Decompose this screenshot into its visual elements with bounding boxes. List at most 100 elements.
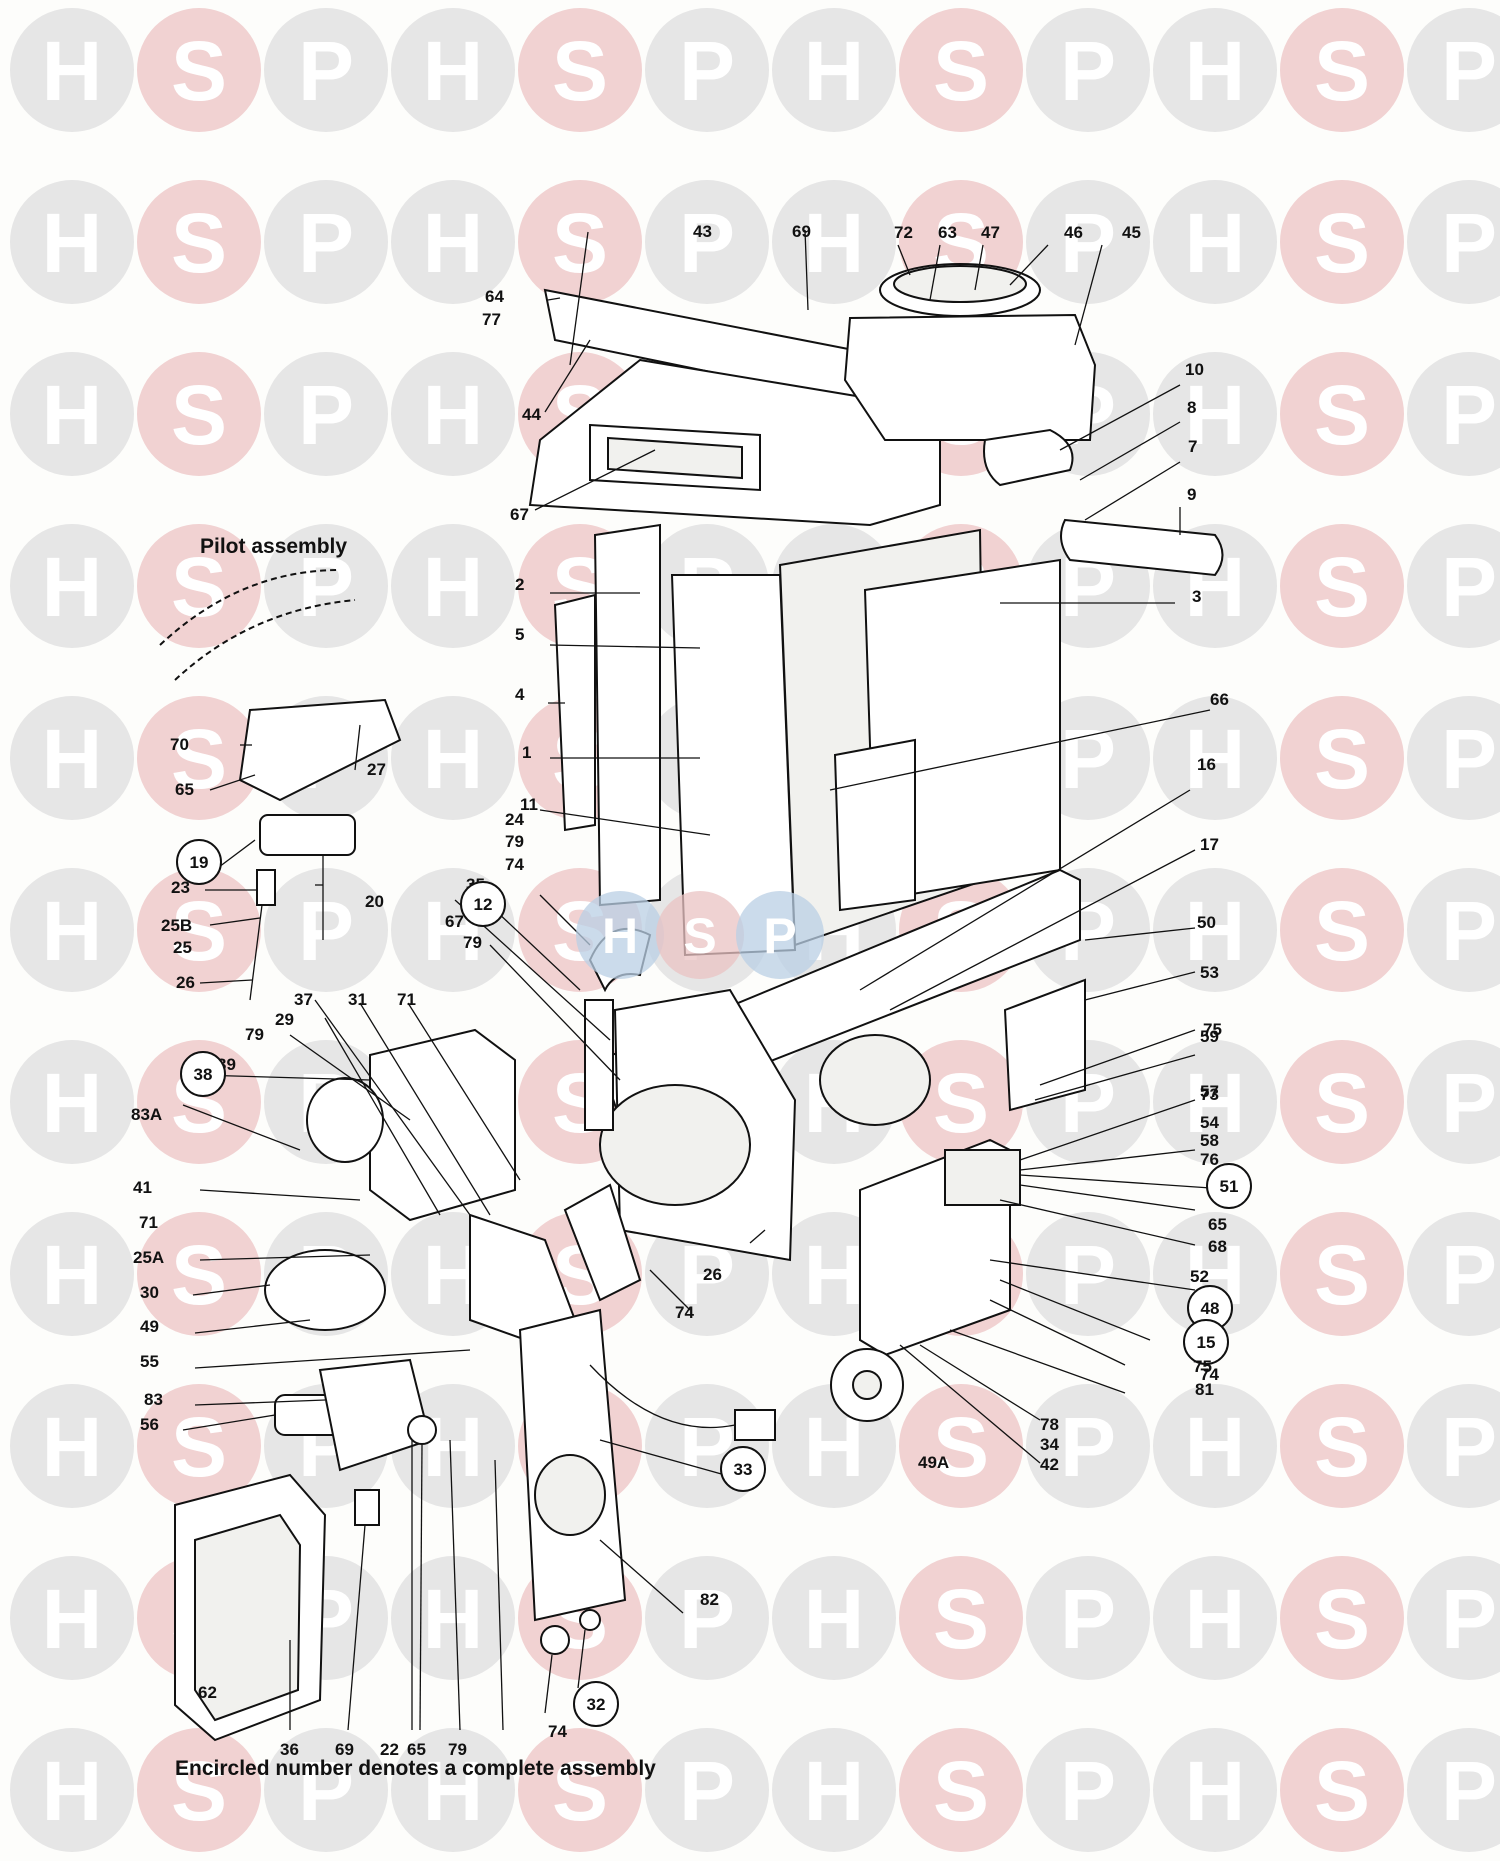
svg-text:P: P xyxy=(298,368,354,462)
pilot-burner-shroud xyxy=(159,569,341,646)
assembly-label: 48 xyxy=(1187,1285,1233,1331)
pilot-assembly-19 xyxy=(259,814,356,856)
watermark-tile: H xyxy=(772,1728,896,1852)
svg-text:65: 65 xyxy=(1208,1215,1227,1234)
svg-text:66: 66 xyxy=(1210,690,1229,709)
svg-text:S: S xyxy=(171,884,227,978)
part-label: 79 xyxy=(463,933,482,952)
part-label: 11 xyxy=(520,795,538,814)
svg-text:S: S xyxy=(552,24,608,118)
part-label: 65 xyxy=(175,780,194,799)
assembly-label: 33 xyxy=(720,1446,766,1492)
svg-text:H: H xyxy=(42,24,103,118)
svg-text:P: P xyxy=(679,24,735,118)
part-label: 55 xyxy=(140,1352,159,1371)
svg-text:P: P xyxy=(1441,368,1497,462)
svg-text:75: 75 xyxy=(1203,1020,1222,1039)
svg-text:32: 32 xyxy=(587,1695,606,1714)
gas-supply-pipe xyxy=(584,999,614,1131)
svg-text:P: P xyxy=(1060,1572,1116,1666)
svg-text:S: S xyxy=(1314,1744,1370,1838)
watermark-tile: P xyxy=(1407,1384,1500,1508)
svg-text:H: H xyxy=(1185,368,1246,462)
watermark-tile: P xyxy=(1407,180,1500,304)
svg-text:P: P xyxy=(679,1572,735,1666)
svg-text:P: P xyxy=(298,1744,354,1838)
svg-text:S: S xyxy=(1314,196,1370,290)
part-label: 25 xyxy=(173,938,192,957)
watermark-tile: H xyxy=(391,1556,515,1680)
watermark-tile: S xyxy=(137,352,261,476)
svg-text:25: 25 xyxy=(173,938,192,957)
svg-text:S: S xyxy=(552,196,608,290)
svg-text:H: H xyxy=(42,712,103,806)
svg-text:P: P xyxy=(1060,24,1116,118)
svg-text:83: 83 xyxy=(144,1390,163,1409)
svg-text:48: 48 xyxy=(1201,1299,1220,1318)
watermark-tile: P xyxy=(645,1728,769,1852)
part-label: 74 xyxy=(1200,1365,1219,1384)
flue-collar-inner xyxy=(893,265,1027,303)
svg-text:79: 79 xyxy=(245,1025,264,1044)
watermark-tile: S xyxy=(137,696,261,820)
watermark-tile: P xyxy=(1407,868,1500,992)
svg-text:45: 45 xyxy=(1122,223,1141,242)
svg-text:S: S xyxy=(1314,712,1370,806)
watermark-tile: S xyxy=(137,868,261,992)
svg-text:9: 9 xyxy=(1187,485,1196,504)
part-label: 75 xyxy=(1193,1357,1212,1376)
part-label: 77 xyxy=(482,310,501,329)
svg-text:36: 36 xyxy=(280,1740,299,1759)
wiring-lead xyxy=(589,1364,736,1429)
svg-text:63: 63 xyxy=(938,223,957,242)
svg-text:H: H xyxy=(42,368,103,462)
part-label: 71 xyxy=(139,1213,158,1232)
watermark-tile: S xyxy=(1280,1384,1404,1508)
svg-text:24: 24 xyxy=(505,810,524,829)
svg-text:15: 15 xyxy=(1197,1333,1216,1352)
svg-text:5: 5 xyxy=(515,625,524,644)
svg-text:65: 65 xyxy=(407,1740,426,1759)
watermark-tile: P xyxy=(1407,352,1500,476)
svg-text:56: 56 xyxy=(140,1415,159,1434)
svg-text:69: 69 xyxy=(792,222,811,241)
svg-text:55: 55 xyxy=(140,1352,159,1371)
svg-text:S: S xyxy=(1314,1572,1370,1666)
svg-text:S: S xyxy=(171,368,227,462)
svg-text:P: P xyxy=(1441,1744,1497,1838)
svg-text:34: 34 xyxy=(1040,1435,1059,1454)
watermark-tile: H xyxy=(10,1212,134,1336)
part-label: 59 xyxy=(1200,1027,1219,1046)
watermark-tile: P xyxy=(264,8,388,132)
svg-text:H: H xyxy=(1185,884,1246,978)
part-label: 17 xyxy=(1200,835,1219,854)
svg-text:65: 65 xyxy=(175,780,194,799)
svg-text:H: H xyxy=(423,196,484,290)
center-logo-letter: H xyxy=(602,908,638,964)
part-outlines xyxy=(159,263,1224,1742)
nut-62 xyxy=(540,1625,570,1655)
watermark-tile: P xyxy=(1407,1556,1500,1680)
part-label: 25B xyxy=(161,916,192,935)
watermark-tile: H xyxy=(391,352,515,476)
svg-text:12: 12 xyxy=(474,895,493,914)
svg-text:P: P xyxy=(1441,1572,1497,1666)
svg-text:67: 67 xyxy=(445,912,464,931)
svg-text:49: 49 xyxy=(140,1317,159,1336)
svg-text:S: S xyxy=(1314,540,1370,634)
center-logo-disc xyxy=(736,891,824,979)
svg-text:25B: 25B xyxy=(161,916,192,935)
svg-text:7: 7 xyxy=(1188,437,1197,456)
svg-text:P: P xyxy=(1060,1228,1116,1322)
part-label: 79 xyxy=(245,1025,264,1044)
wiring-plug xyxy=(734,1409,776,1441)
svg-text:P: P xyxy=(679,196,735,290)
part-label: 8 xyxy=(1187,398,1196,417)
part-label: 76 xyxy=(1200,1150,1219,1169)
watermark-tile: H xyxy=(1153,8,1277,132)
svg-text:47: 47 xyxy=(981,223,1000,242)
svg-text:P: P xyxy=(298,540,354,634)
watermark-tile: S xyxy=(518,8,642,132)
